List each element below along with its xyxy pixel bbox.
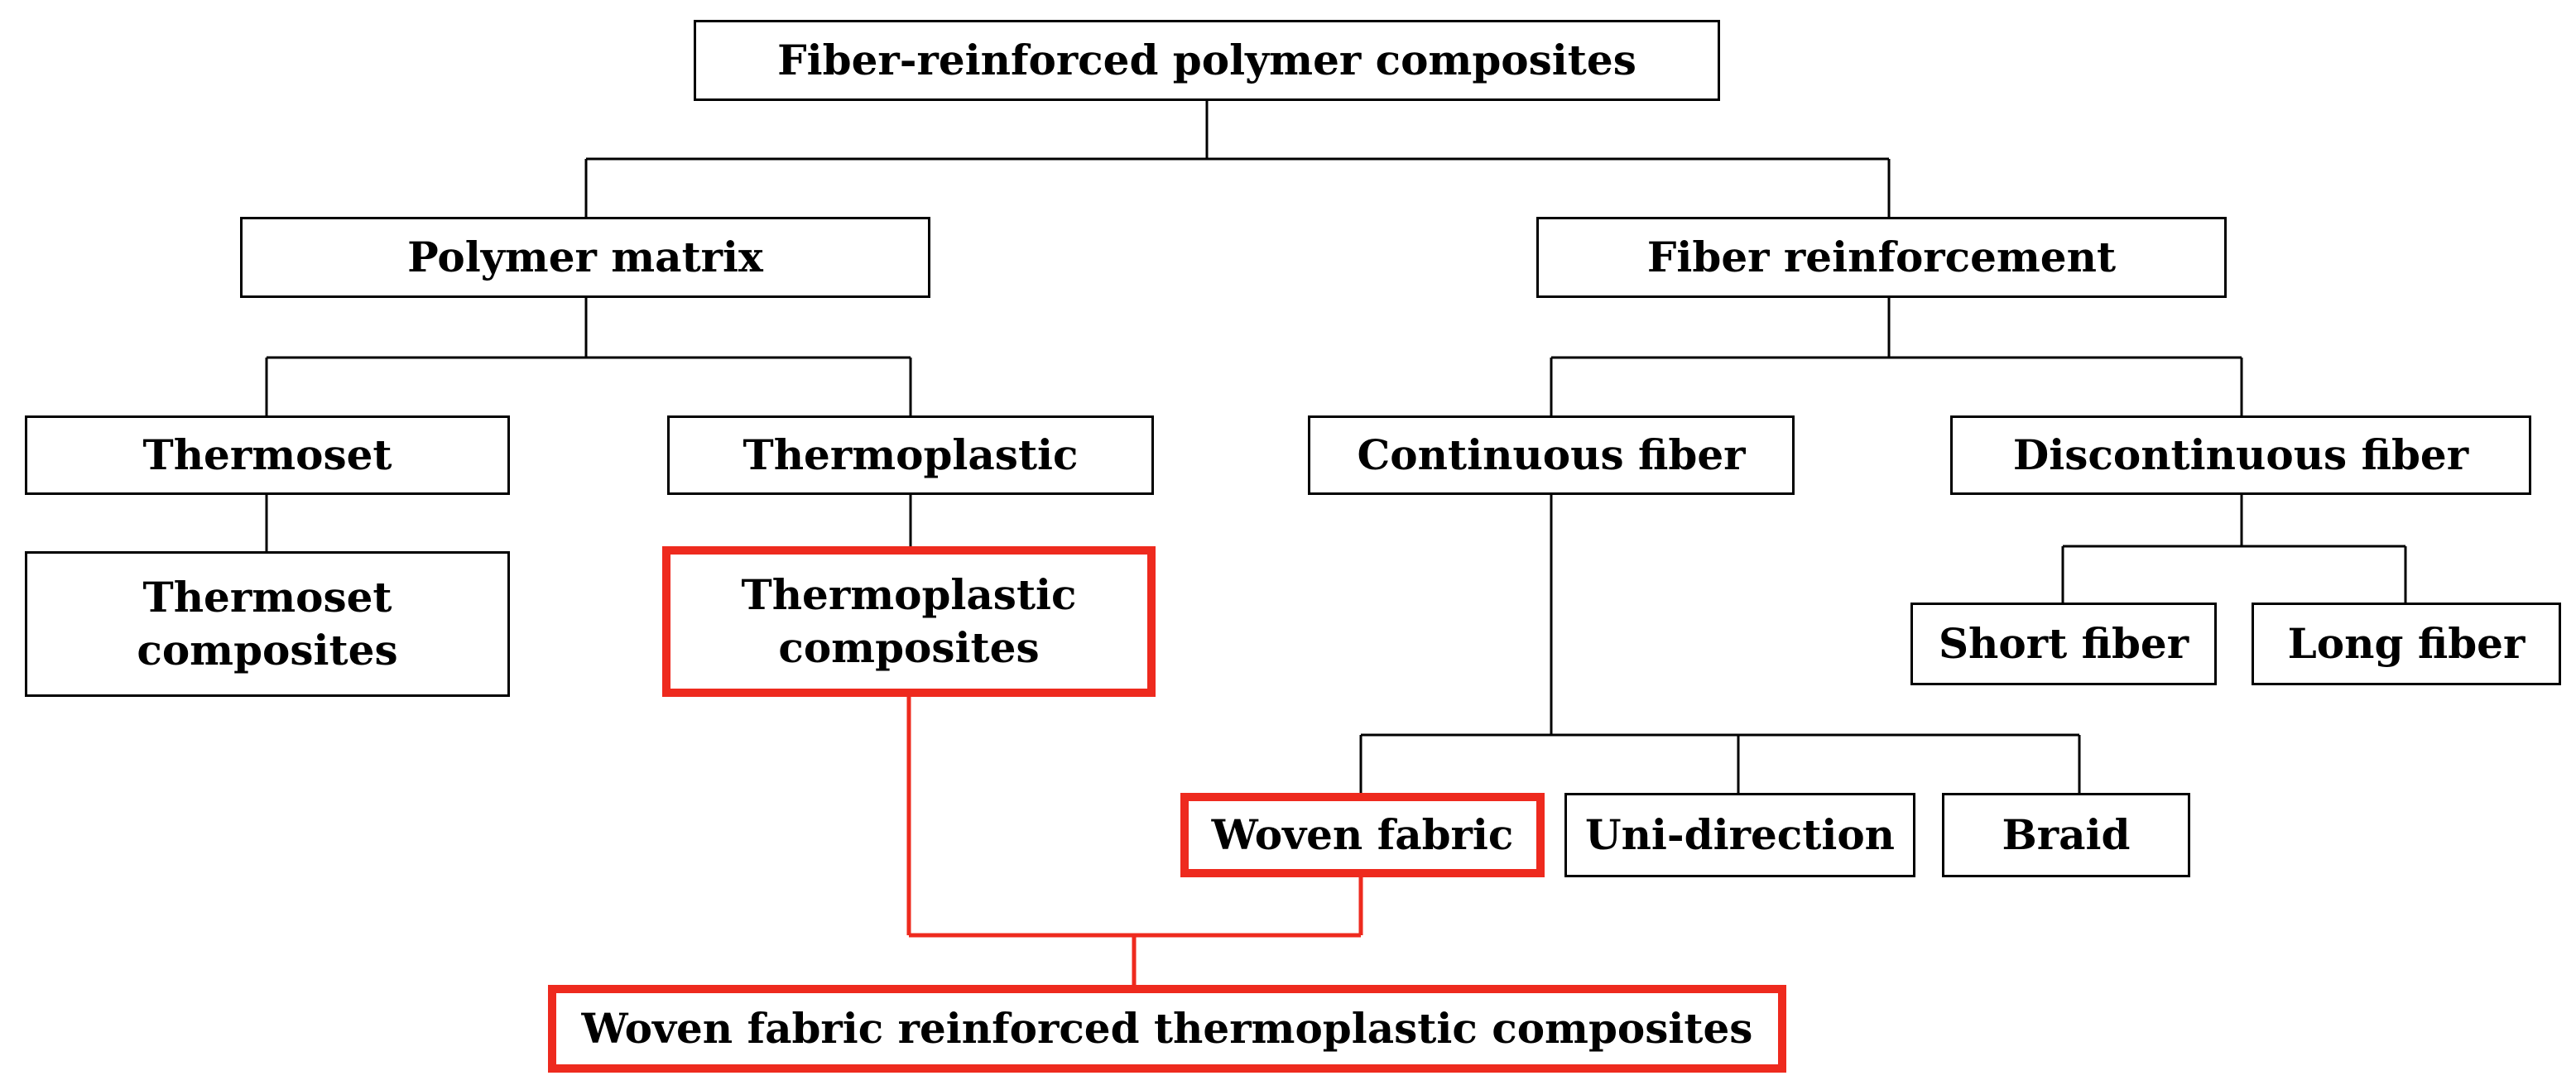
fiber-reinforcement-node: Fiber reinforcement xyxy=(1536,217,2227,298)
thermoset-composites-node: Thermoset composites xyxy=(25,551,510,697)
root-node: Fiber-reinforced polymer composites xyxy=(694,20,1720,101)
polymer-matrix-node: Polymer matrix xyxy=(240,217,930,298)
braid-node: Braid xyxy=(1942,793,2190,877)
continuous-fiber-node: Continuous fiber xyxy=(1308,415,1795,495)
thermoplastic-composites-node: Thermoplastic composites xyxy=(662,546,1156,697)
thermoplastic-node: Thermoplastic xyxy=(667,415,1154,495)
short-fiber-node: Short fiber xyxy=(1910,603,2217,685)
uni-direction-node: Uni-direction xyxy=(1564,793,1915,877)
result-node: Woven fabric reinforced thermoplastic co… xyxy=(548,985,1786,1073)
long-fiber-node: Long fiber xyxy=(2252,603,2561,685)
discontinuous-fiber-node: Discontinuous fiber xyxy=(1950,415,2531,495)
woven-fabric-node: Woven fabric xyxy=(1180,793,1545,877)
thermoset-node: Thermoset xyxy=(25,415,510,495)
